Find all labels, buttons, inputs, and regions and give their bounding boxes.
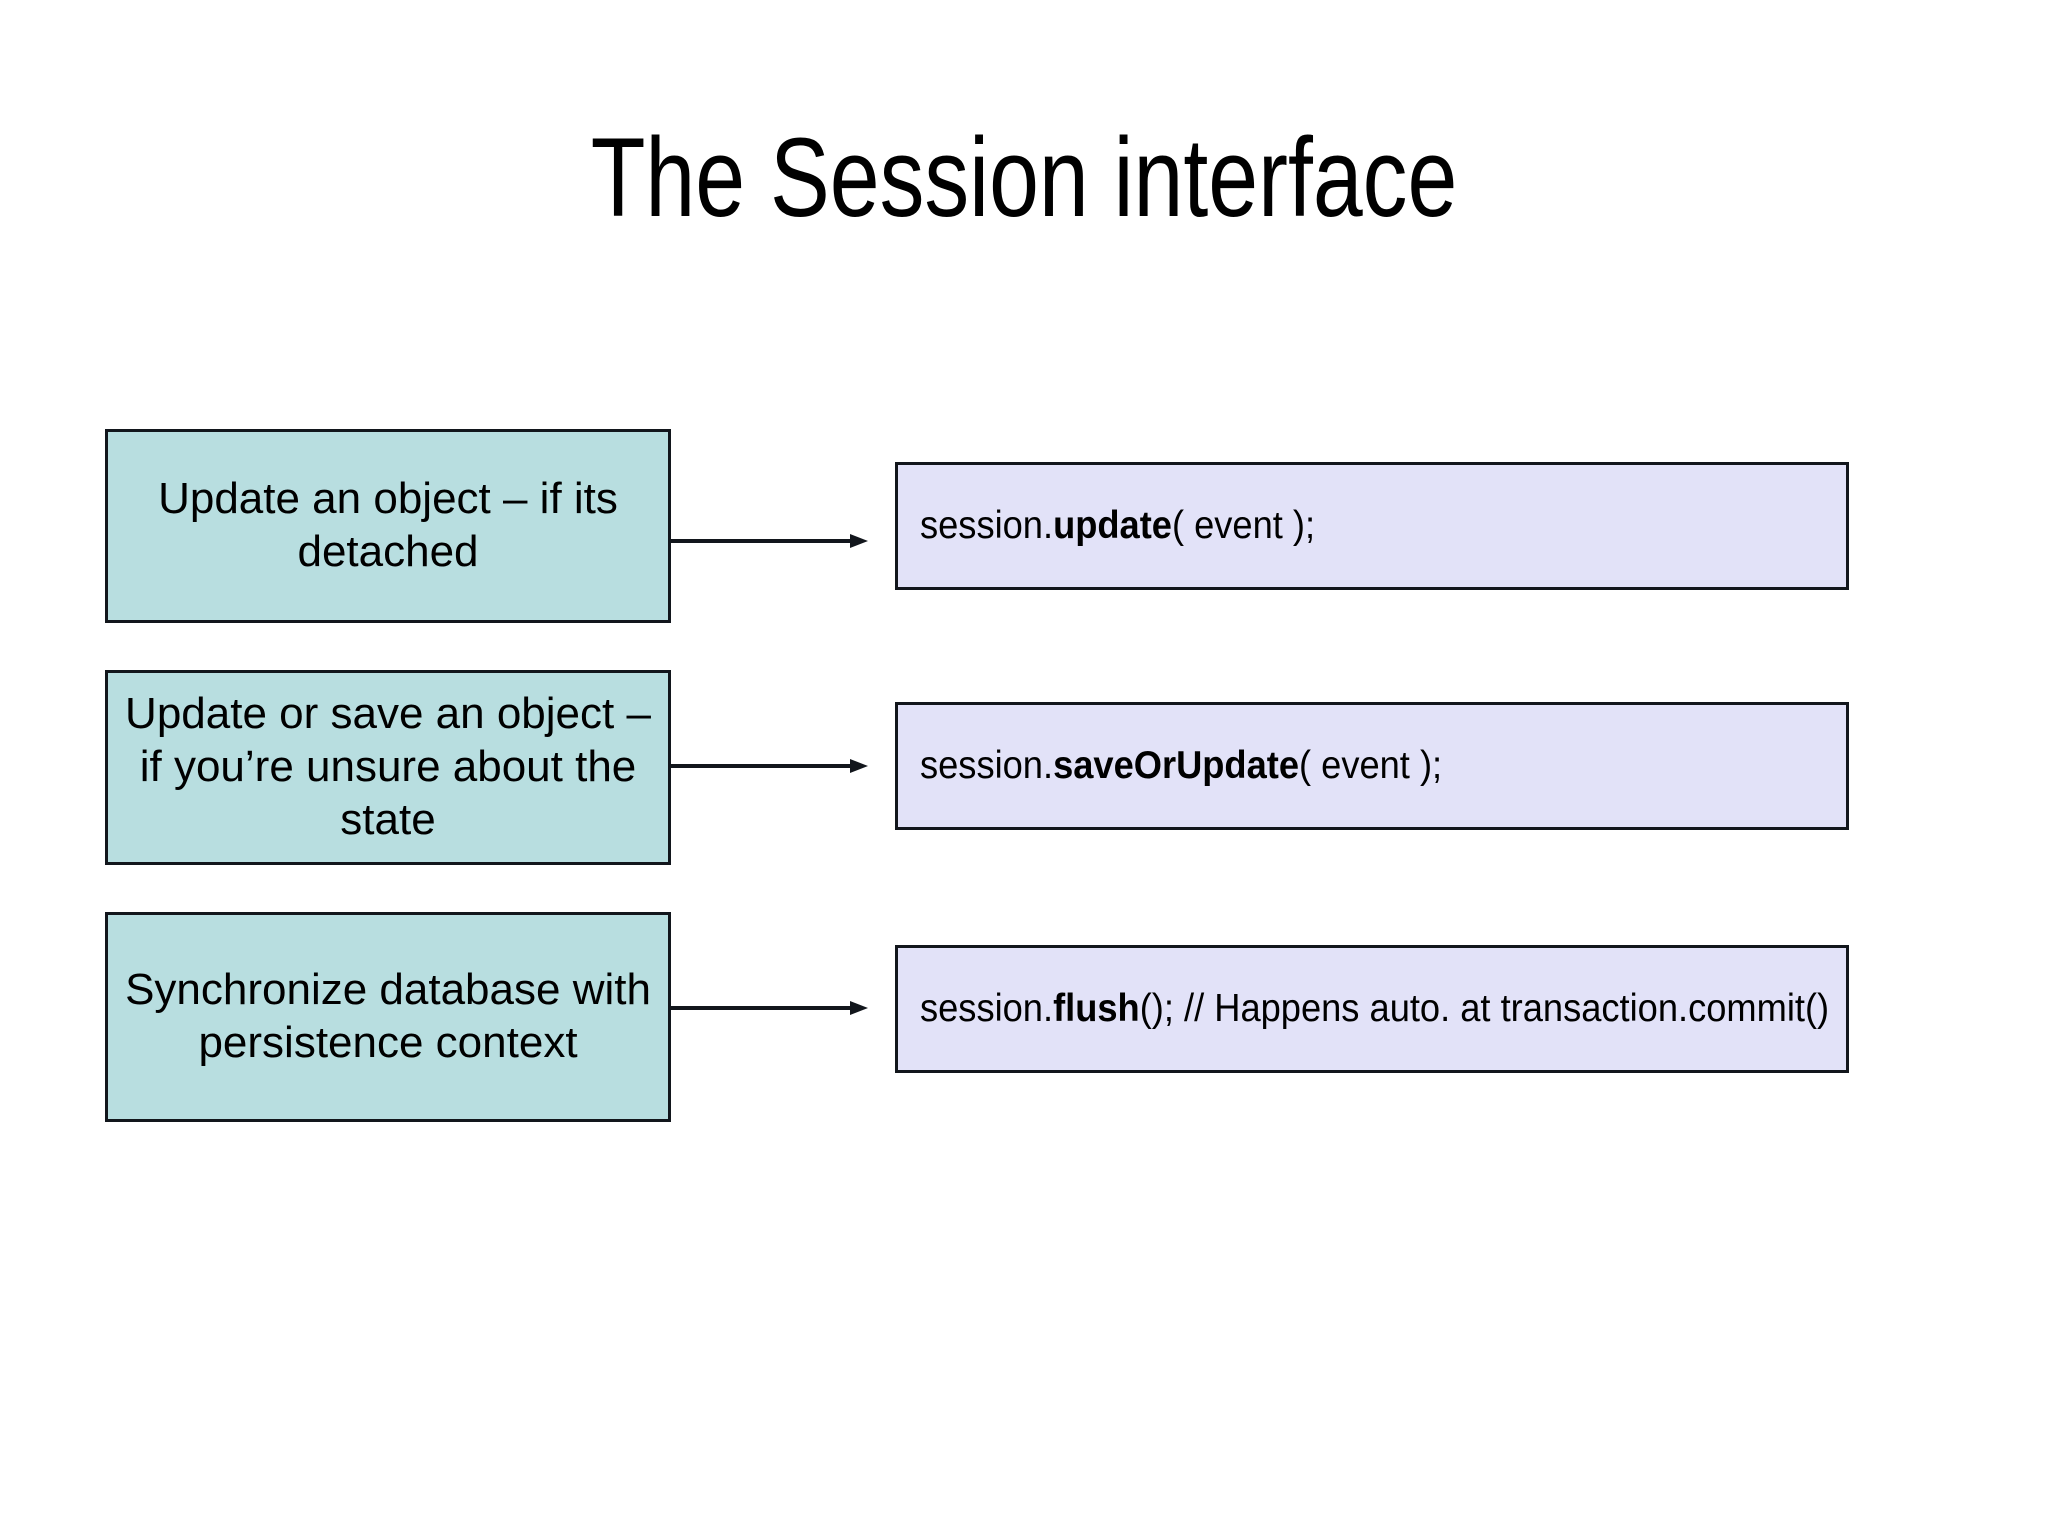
code-prefix: session. bbox=[920, 986, 1054, 1030]
arrow-right-icon bbox=[668, 754, 868, 778]
concept-box-update-label: Update an object – if its detached bbox=[158, 474, 618, 576]
arrow-right-icon bbox=[668, 996, 868, 1020]
code-box-flush-text: session.flush(); // Happens auto. at tra… bbox=[920, 986, 1829, 1033]
arrow-right-icon bbox=[668, 529, 868, 553]
code-suffix: ( event ); bbox=[1171, 503, 1316, 547]
code-box-update[interactable]: session.update( event ); bbox=[895, 462, 1849, 590]
code-suffix: (); // Happens auto. at transaction.comm… bbox=[1139, 986, 1830, 1030]
code-method: flush bbox=[1053, 986, 1140, 1030]
code-method: saveOrUpdate bbox=[1053, 743, 1300, 787]
code-suffix: ( event ); bbox=[1299, 743, 1443, 787]
code-prefix: session. bbox=[920, 503, 1054, 547]
concept-box-save-or-update[interactable]: Update or save an object – if you’re uns… bbox=[105, 670, 671, 865]
code-method: update bbox=[1053, 503, 1172, 547]
code-box-flush[interactable]: session.flush(); // Happens auto. at tra… bbox=[895, 945, 1849, 1073]
code-box-save-or-update-text: session.saveOrUpdate( event ); bbox=[920, 743, 1442, 790]
page-title: The Session interface bbox=[590, 115, 1458, 240]
concept-box-update[interactable]: Update an object – if its detached bbox=[105, 429, 671, 623]
code-box-save-or-update[interactable]: session.saveOrUpdate( event ); bbox=[895, 702, 1849, 830]
concept-box-flush[interactable]: Synchronize database with persistence co… bbox=[105, 912, 671, 1122]
code-box-update-text: session.update( event ); bbox=[920, 503, 1315, 550]
concept-box-save-or-update-label: Update or save an object – if you’re uns… bbox=[125, 689, 651, 844]
code-prefix: session. bbox=[920, 743, 1054, 787]
concept-box-flush-label: Synchronize database with persistence co… bbox=[125, 965, 651, 1067]
